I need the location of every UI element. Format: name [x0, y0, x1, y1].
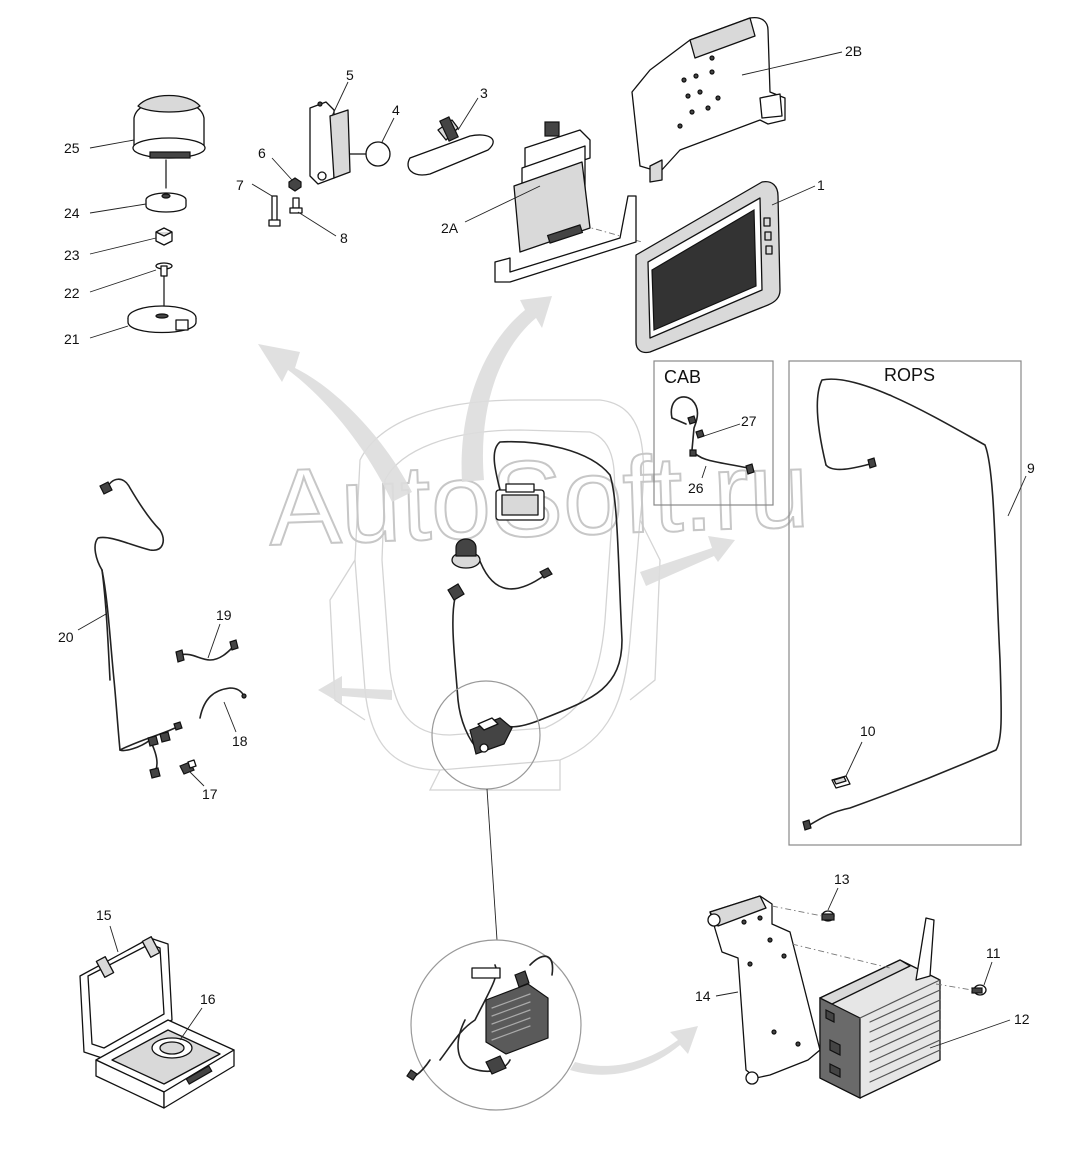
controller-bracket — [707, 895, 821, 1085]
callout-6: 6 — [258, 145, 266, 161]
rops-cable — [802, 378, 1002, 831]
controller-unit — [819, 917, 941, 1099]
arrow-to-antenna — [258, 344, 412, 502]
mount-bolt-short — [289, 197, 303, 214]
callout-5: 5 — [346, 67, 354, 83]
cab-connector-icon — [447, 583, 465, 601]
rops-box — [788, 360, 1022, 846]
callout-12: 12 — [1014, 1011, 1030, 1027]
callout-14: 14 — [695, 988, 711, 1004]
arrow-to-harness — [318, 676, 392, 704]
rops-box-title: ROPS — [884, 365, 935, 385]
callout-2B: 2B — [845, 43, 862, 59]
connector-17 — [179, 759, 197, 775]
callout-8: 8 — [340, 230, 348, 246]
antenna-screw — [155, 262, 173, 277]
callout-7: 7 — [236, 177, 244, 193]
detail-circle-small — [431, 680, 541, 790]
antenna-in-cab-icon — [451, 538, 481, 569]
callout-23: 23 — [64, 247, 80, 263]
backplate-holes — [677, 55, 721, 129]
callout-18: 18 — [232, 733, 248, 749]
gnss-antenna-dome — [132, 94, 206, 159]
controller-detail-icon — [406, 955, 554, 1081]
display-tablet — [635, 180, 781, 354]
mount-bolt-long — [268, 195, 281, 227]
antenna-spacer — [145, 192, 187, 213]
mount-ball — [349, 141, 391, 167]
cab-box — [653, 360, 774, 506]
controller-screw-11 — [971, 984, 987, 996]
mount-bracket — [309, 101, 351, 185]
callout-19: 19 — [216, 607, 232, 623]
callout-21: 21 — [64, 331, 80, 347]
display-backplate — [631, 16, 786, 183]
arrow-to-controller — [570, 1026, 698, 1075]
mount-nut — [288, 177, 302, 192]
power-cable-18 — [199, 687, 247, 719]
callout-17: 17 — [202, 786, 218, 802]
mount-arm — [407, 116, 494, 176]
callout-25: 25 — [64, 140, 80, 156]
cab-installation — [406, 440, 623, 1111]
callout-26: 26 — [688, 480, 704, 496]
callout-3: 3 — [480, 85, 488, 101]
callout-2A: 2A — [441, 220, 459, 236]
machine-cab-outline — [329, 399, 661, 791]
callout-9: 9 — [1027, 460, 1035, 476]
main-harness — [94, 478, 183, 779]
arrow-to-rops — [640, 536, 735, 586]
callout-15: 15 — [96, 907, 112, 923]
display-cradle — [494, 121, 637, 283]
rops-connector-clip — [831, 775, 851, 789]
callout-4: 4 — [392, 102, 400, 118]
callout-27: 27 — [741, 413, 757, 429]
callout-1: 1 — [817, 177, 825, 193]
callout-10: 10 — [860, 723, 876, 739]
callout-16: 16 — [200, 991, 216, 1007]
antenna-magnetic-base — [127, 305, 197, 334]
arrow-to-mount — [461, 296, 552, 482]
callout-24: 24 — [64, 205, 80, 221]
callout-20: 20 — [58, 629, 74, 645]
display-in-cab-icon — [495, 483, 545, 521]
callout-22: 22 — [64, 285, 80, 301]
callout-13: 13 — [834, 871, 850, 887]
antenna-adapter-nut — [155, 227, 173, 246]
controller-in-cab-icon — [469, 717, 513, 755]
callout-11: 11 — [986, 945, 1001, 961]
carry-case — [79, 936, 235, 1109]
detail-circle-large — [410, 939, 582, 1111]
cab-box-title: CAB — [664, 367, 701, 387]
adapter-cable-19 — [175, 639, 239, 663]
bracket-screw-13 — [821, 910, 835, 922]
direction-arrows — [258, 296, 735, 1075]
